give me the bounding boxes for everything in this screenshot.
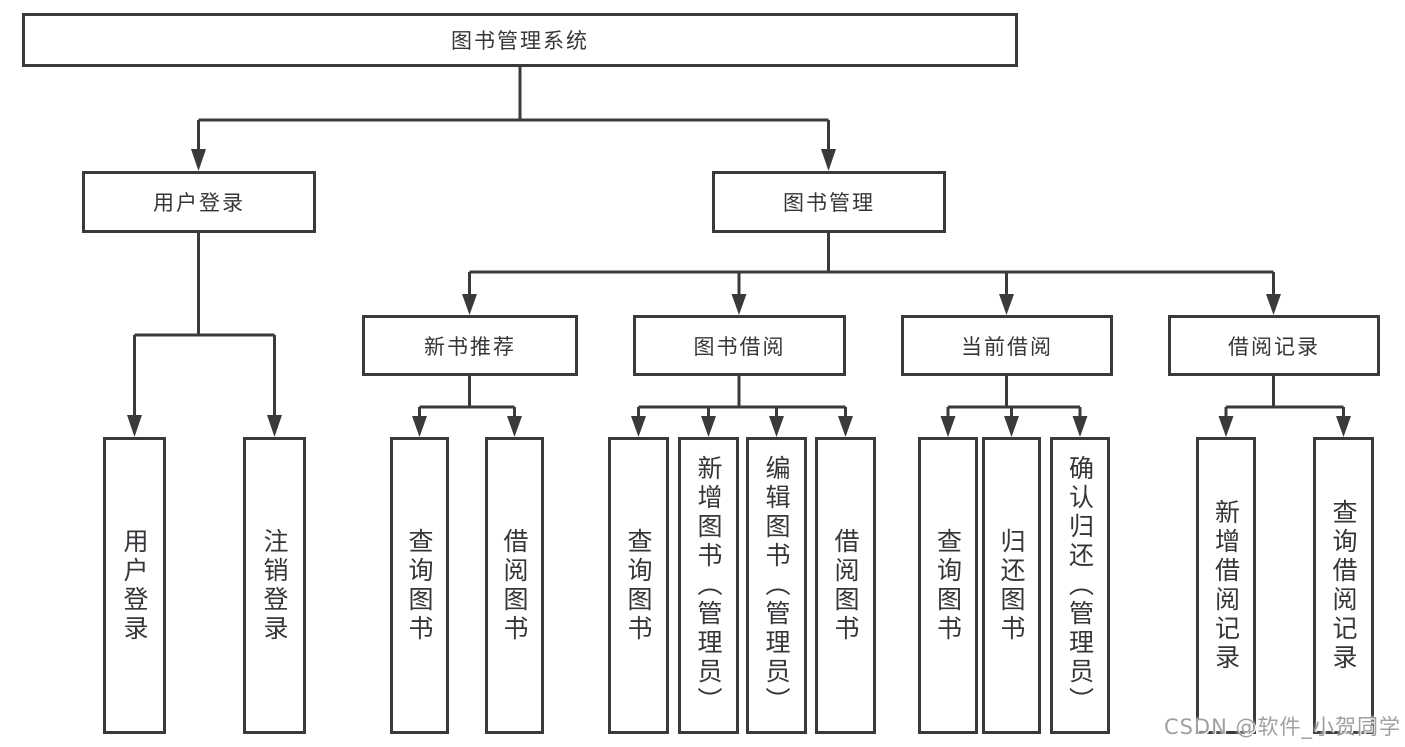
leaf-query-borrow-record: 查询借阅记录 — [1313, 437, 1374, 734]
node-label: 查询借阅记录 — [1329, 498, 1358, 673]
leaf-borrow-books: 借阅图书 — [815, 437, 876, 734]
node-label: 图书管理系统 — [451, 29, 589, 53]
arrow-down-icon — [191, 149, 206, 171]
arrow-down-icon — [1072, 416, 1088, 437]
node-book-management: 图书管理 — [712, 171, 946, 233]
arrow-down-icon — [838, 416, 853, 437]
node-label: 注销登录 — [260, 527, 289, 644]
arrow-down-icon — [267, 415, 282, 437]
node-label: 归还图书 — [997, 527, 1026, 644]
node-label: 借阅图书 — [500, 527, 529, 644]
node-label: 新书推荐 — [424, 334, 516, 359]
node-label: 图书管理 — [783, 191, 875, 215]
arrow-down-icon — [631, 416, 646, 437]
leaf-query-books-current: 查询图书 — [918, 437, 978, 734]
leaf-user-login: 用户登录 — [103, 437, 166, 734]
edge-newbook-to-leaves — [418, 376, 516, 420]
node-label: 编辑图书（管理员） — [762, 455, 791, 716]
node-label: 用户登录 — [153, 191, 245, 215]
arrow-down-icon — [731, 294, 747, 315]
watermark: CSDN @软件_小贺同学 — [1163, 715, 1401, 739]
leaf-query-books-borrow: 查询图书 — [608, 437, 669, 734]
node-current-borrowing: 当前借阅 — [901, 315, 1113, 376]
node-user-login: 用户登录 — [82, 171, 316, 233]
node-label: 当前借阅 — [961, 334, 1053, 359]
node-label: 查询图书 — [624, 527, 653, 644]
leaf-borrow-books-recommend: 借阅图书 — [485, 437, 544, 734]
leaf-return-books: 归还图书 — [982, 437, 1041, 734]
arrow-down-icon — [999, 294, 1014, 315]
arrow-down-icon — [701, 416, 716, 437]
node-label: 确认归还（管理员） — [1065, 455, 1095, 716]
leaf-add-borrow-record: 新增借阅记录 — [1196, 437, 1256, 734]
leaf-edit-books-admin: 编辑图书（管理员） — [746, 437, 807, 734]
arrow-down-icon — [127, 415, 142, 437]
arrow-down-icon — [769, 416, 784, 437]
node-label: 图书借阅 — [693, 334, 786, 359]
arrow-down-icon — [1004, 416, 1019, 437]
node-library-management-system: 图书管理系统 — [22, 13, 1018, 67]
node-new-book-recommendation: 新书推荐 — [362, 315, 578, 376]
arrow-down-icon — [821, 149, 836, 171]
node-borrowing-records: 借阅记录 — [1168, 315, 1380, 376]
edge-currentborrow-to-leaves — [946, 376, 1082, 420]
leaf-add-books-admin: 新增图书（管理员） — [678, 437, 739, 734]
edge-userlogin-to-leaves — [133, 233, 276, 420]
leaf-query-books-recommend: 查询图书 — [390, 437, 449, 734]
arrow-down-icon — [940, 416, 956, 437]
leaf-logout-login: 注销登录 — [243, 437, 306, 734]
edge-bookborrow-to-leaves — [637, 376, 847, 420]
leaf-confirm-return-admin: 确认归还（管理员） — [1050, 437, 1110, 734]
node-label: 查询图书 — [405, 527, 434, 644]
node-label: 新增图书（管理员） — [694, 455, 723, 716]
node-label: 用户登录 — [120, 527, 149, 644]
node-label: 查询图书 — [933, 527, 963, 644]
arrow-down-icon — [507, 416, 522, 437]
arrow-down-icon — [462, 294, 477, 315]
edge-bookmgmt-to-level3 — [468, 233, 1275, 298]
arrow-down-icon — [412, 416, 427, 437]
arrowhead-icons — [127, 149, 1351, 437]
node-label: 借阅图书 — [831, 527, 860, 644]
arrow-down-icon — [1336, 416, 1351, 437]
arrow-down-icon — [1266, 294, 1281, 315]
edge-borrowrecord-to-leaves — [1224, 376, 1345, 420]
node-book-borrowing: 图书借阅 — [633, 315, 846, 376]
node-label: 新增借阅记录 — [1211, 498, 1241, 673]
node-label: 借阅记录 — [1228, 334, 1320, 359]
arrow-down-icon — [1218, 416, 1234, 437]
edge-root-to-level2 — [197, 66, 830, 154]
